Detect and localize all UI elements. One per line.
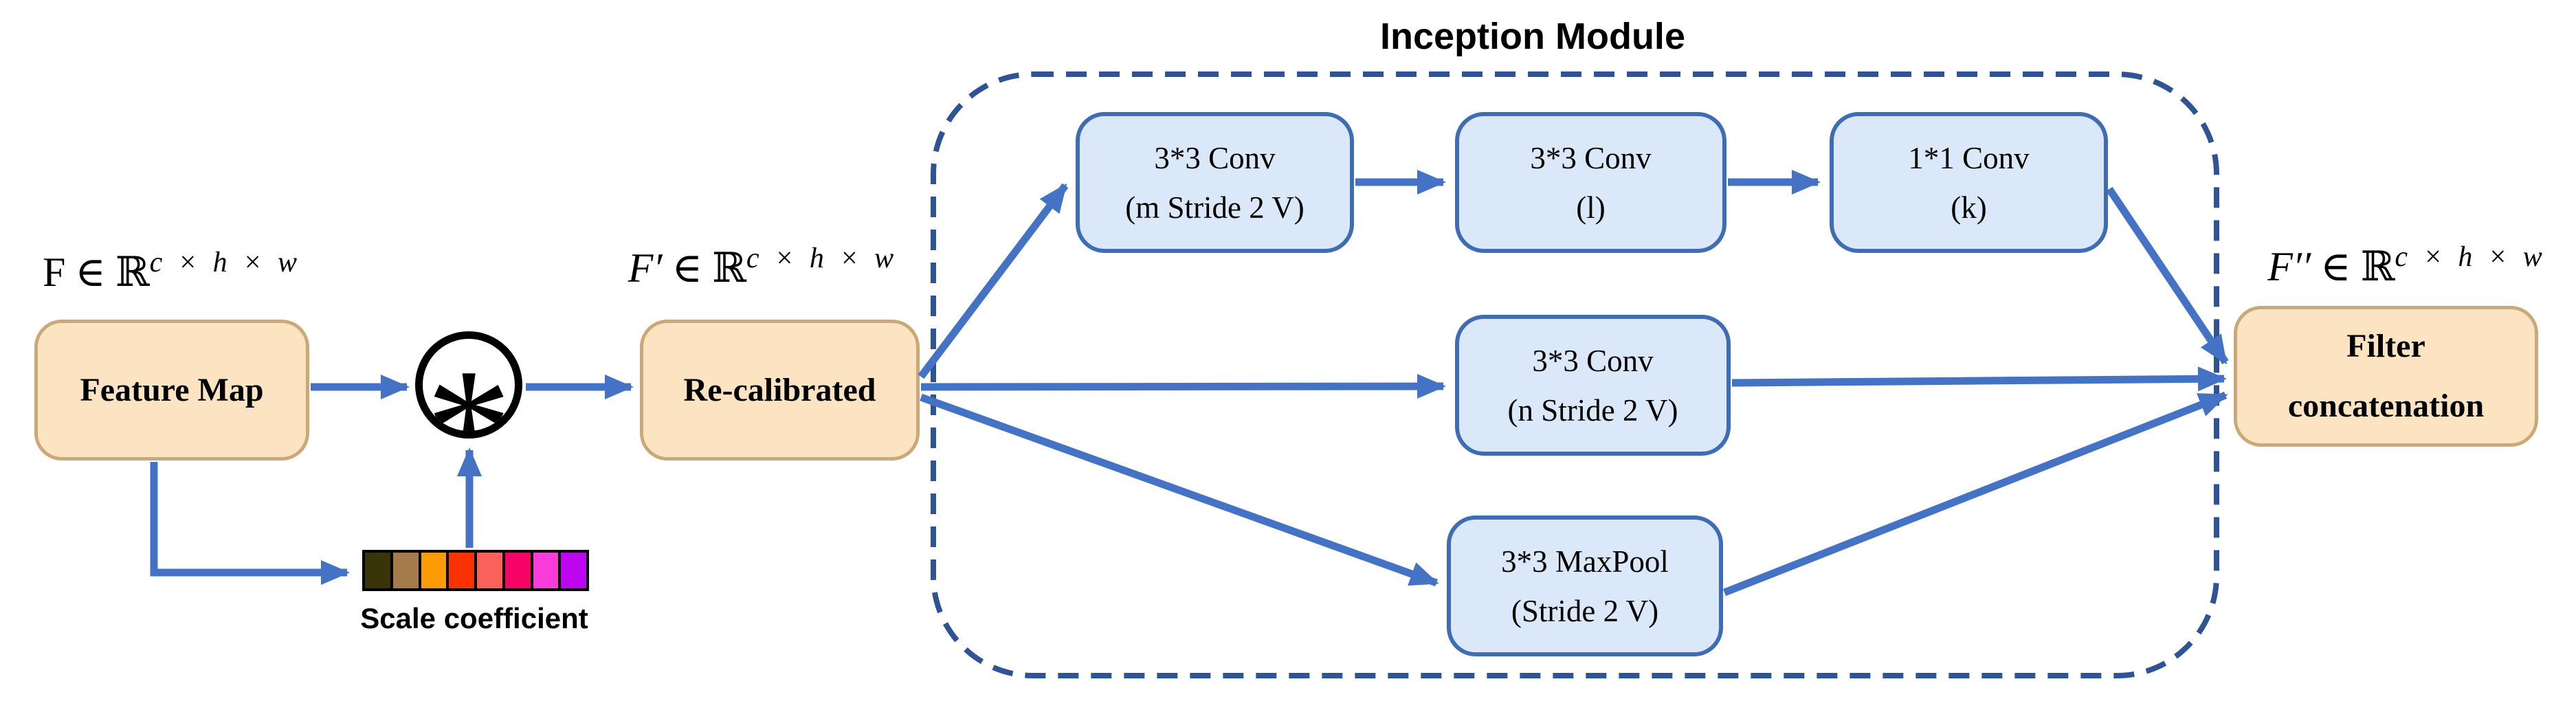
formula-output-feature: F′′∈ℝc × h × w xyxy=(2242,241,2572,291)
feature-map-label: Feature Map xyxy=(80,372,264,408)
filter-concat-line1: Filter xyxy=(2346,328,2425,365)
scale-coefficient-bar xyxy=(362,550,589,591)
scale-color-cell xyxy=(477,553,502,588)
conv-line2: (k) xyxy=(1951,190,1987,225)
scale-color-cell xyxy=(504,553,531,588)
arrow-recalibrated-to-branch1 xyxy=(918,183,1069,379)
inception-module-title: Inception Module xyxy=(1380,16,1685,57)
conv-line2: (Stride 2 V) xyxy=(1511,593,1659,628)
conv-line1: 3*3 Conv xyxy=(1532,343,1654,378)
conv-line2: (l) xyxy=(1576,190,1606,225)
scale-color-cell xyxy=(561,553,586,588)
conv-3x3-m-node: 3*3 Conv (m Stride 2 V) xyxy=(1076,112,1354,253)
element-of-symbol: ∈ xyxy=(671,245,702,291)
formula-input-feature: F∈ℝc × h × w xyxy=(21,246,323,296)
conv-line1: 3*3 MaxPool xyxy=(1501,544,1669,579)
filter-concat-line2: concatenation xyxy=(2287,387,2485,424)
formula-exponent: c × h × w xyxy=(149,247,301,278)
formula-symbol: F′ xyxy=(628,245,663,291)
formula-symbol: F′′ xyxy=(2267,244,2311,289)
scaling-operator-node: * xyxy=(415,331,522,439)
arrow-recalibrated-to-branch2 xyxy=(920,374,1446,399)
recalibrated-label: Re-calibrated xyxy=(683,372,876,408)
conv-line1: 3*3 Conv xyxy=(1154,140,1276,175)
conv-line2: (m Stride 2 V) xyxy=(1125,190,1304,225)
conv-line1: 3*3 Conv xyxy=(1530,140,1652,175)
scale-color-cell xyxy=(449,553,474,588)
conv-line1: 1*1 Conv xyxy=(1908,140,2030,175)
formula-symbol: F xyxy=(42,249,66,295)
scale-color-cell xyxy=(533,553,559,588)
arrow-convn-to-concat xyxy=(1731,366,2227,392)
formula-recalibrated-feature: F′∈ℝc × h × w xyxy=(601,242,924,292)
real-space-symbol: ℝ xyxy=(115,248,150,296)
conv-1x1-k-node: 1*1 Conv (k) xyxy=(1830,112,2108,253)
formula-exponent: c × h × w xyxy=(2395,241,2546,273)
convolution-operator-symbol: * xyxy=(425,333,512,439)
formula-exponent: c × h × w xyxy=(746,243,898,274)
element-of-symbol: ∈ xyxy=(75,249,106,295)
element-of-symbol: ∈ xyxy=(2320,244,2351,289)
scale-color-cell xyxy=(392,553,419,588)
arrow-featuremap-to-scalebar xyxy=(150,462,350,585)
real-space-symbol: ℝ xyxy=(2360,243,2395,291)
scale-color-cell xyxy=(365,553,390,588)
real-space-symbol: ℝ xyxy=(711,244,746,292)
feature-map-node: Feature Map xyxy=(34,320,309,461)
scale-color-cell xyxy=(421,553,447,588)
recalibrated-node: Re-calibrated xyxy=(640,320,920,461)
conv-3x3-l-node: 3*3 Conv (l) xyxy=(1455,112,1726,253)
filter-concatenation-node: Filter concatenation xyxy=(2234,306,2538,447)
arrow-recalibrated-to-branch3 xyxy=(920,393,1439,587)
maxpool-3x3-node: 3*3 MaxPool (Stride 2 V) xyxy=(1447,515,1723,656)
conv-3x3-n-node: 3*3 Conv (n Stride 2 V) xyxy=(1455,315,1731,456)
conv-line2: (n Stride 2 V) xyxy=(1507,392,1678,428)
arrow-maxpool-to-concat xyxy=(1722,391,2228,597)
scale-coefficient-label: Scale coefficient xyxy=(360,602,588,634)
arrow-convk-to-concat xyxy=(2106,186,2229,365)
